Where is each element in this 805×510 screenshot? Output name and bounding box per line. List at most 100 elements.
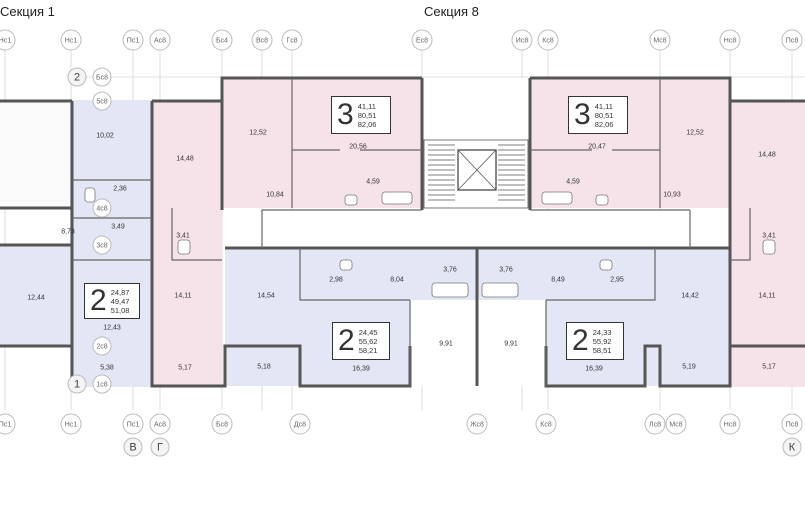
axis-marker: Пс1 — [122, 413, 144, 435]
area-living: 41,11 — [357, 101, 376, 111]
room-area: 12,52 — [249, 129, 267, 137]
axis-row-marker: 2с8 — [92, 336, 112, 356]
room-area: 3,49 — [111, 223, 125, 231]
axis-marker: Нс1 — [0, 29, 16, 51]
room-area: 3,41 — [762, 232, 776, 240]
axis-marker: Ас8 — [149, 413, 171, 435]
area-living: 41,11 — [594, 101, 613, 111]
room-area: 9,91 — [439, 340, 453, 348]
axis-marker: Пс1 — [122, 29, 144, 51]
room-area: 2,36 — [113, 185, 127, 193]
apartment-zones — [0, 78, 805, 387]
room-area: 4,59 — [366, 178, 380, 186]
room-area: 10,93 — [663, 191, 681, 199]
walls — [0, 76, 805, 388]
area-living: 24,33 — [592, 327, 612, 337]
room-area: 14,48 — [176, 155, 194, 163]
room-area: 8,04 — [390, 276, 404, 284]
axis-marker: Бс4 — [211, 29, 233, 51]
area-total: 55,62 — [358, 336, 378, 346]
room-area: 5,17 — [178, 364, 192, 372]
axis-letter: Г — [150, 437, 170, 457]
room-area: 12,43 — [103, 324, 121, 332]
area-full: 51,08 — [110, 305, 130, 315]
axis-letter: К — [782, 437, 802, 457]
area-total: 80,51 — [594, 110, 614, 120]
area-full: 82,06 — [357, 119, 377, 129]
room-area: 3,41 — [176, 232, 190, 240]
axis-marker: Кс8 — [535, 413, 557, 435]
room-area: 14,11 — [758, 292, 776, 300]
room-area: 12,44 — [27, 294, 45, 302]
room-area: 16,39 — [585, 365, 603, 373]
apartment-rooms: 2 — [572, 324, 589, 357]
room-area: 2,95 — [610, 276, 624, 284]
room-area: 14,48 — [758, 151, 776, 159]
axis-row-marker: 5с8 — [92, 91, 112, 111]
axis-marker: Пс8 — [781, 413, 803, 435]
area-full: 82,06 — [594, 119, 614, 129]
axis-marker: Нс1 — [60, 29, 82, 51]
axis-marker: Ас8 — [149, 29, 171, 51]
room-area: 9,91 — [504, 340, 518, 348]
axis-marker: Кс8 — [537, 29, 559, 51]
room-area: 12,52 — [686, 129, 704, 137]
axis-marker: Пс8 — [781, 29, 803, 51]
axis-marker: Нс8 — [719, 29, 741, 51]
partitions — [72, 78, 751, 386]
axis-marker: Нс8 — [719, 413, 741, 435]
axis-marker: Жс8 — [466, 413, 488, 435]
axis-row-marker: Бс8 — [92, 67, 112, 87]
room-area: 5,17 — [762, 363, 776, 371]
axis-marker: Бс8 — [211, 413, 233, 435]
room-area: 3,76 — [443, 266, 457, 274]
axis-marker: Ес8 — [411, 29, 433, 51]
axis-marker: Вс8 — [251, 29, 273, 51]
room-area: 16,39 — [352, 365, 370, 373]
apartment-rooms: 2 — [90, 284, 107, 317]
room-area: 20,47 — [588, 143, 606, 151]
axis-marker: Мс8 — [665, 413, 687, 435]
axis-marker: Ис8 — [511, 29, 533, 51]
axis-row-marker: 1с8 — [92, 374, 112, 394]
axis-letter: В — [123, 437, 143, 457]
room-area: 14,11 — [174, 292, 192, 300]
axis-marker: Гс8 — [281, 29, 303, 51]
fixtures — [84, 187, 776, 298]
section-1-label: Секция 1 — [0, 4, 55, 19]
axis-row-marker: 4с8 — [92, 198, 112, 218]
axis-marker: Пс1 — [0, 413, 16, 435]
area-living: 24,45 — [358, 327, 378, 337]
axis-marker: Нс1 — [60, 413, 82, 435]
axis-row-marker: 3с8 — [92, 235, 112, 255]
room-area: 10,84 — [266, 191, 284, 199]
room-area: 5,38 — [100, 364, 114, 372]
room-area: 20,56 — [349, 143, 367, 151]
axis-marker: Мс8 — [649, 29, 671, 51]
area-living: 24,87 — [110, 287, 130, 297]
room-area: 8,49 — [551, 276, 565, 284]
area-full: 58,21 — [358, 345, 378, 355]
area-total: 55,92 — [592, 336, 612, 346]
section-8-label: Секция 8 — [424, 4, 479, 19]
room-area: 5,18 — [257, 363, 271, 371]
area-total: 49,47 — [110, 296, 130, 306]
apartment-rooms: 3 — [337, 98, 354, 131]
axis-marker: Дс8 — [289, 413, 311, 435]
apartment-rooms: 3 — [574, 98, 591, 131]
room-area: 8,73 — [61, 228, 75, 236]
room-area: 10,02 — [96, 132, 114, 140]
axis-row-marker: 1 — [67, 374, 87, 394]
axis-marker: Лс8 — [644, 413, 666, 435]
room-area: 5,19 — [682, 363, 696, 371]
room-area: 4,59 — [566, 178, 580, 186]
room-area: 3,76 — [499, 266, 513, 274]
area-total: 80,51 — [357, 110, 377, 120]
room-area: 2,98 — [329, 276, 343, 284]
